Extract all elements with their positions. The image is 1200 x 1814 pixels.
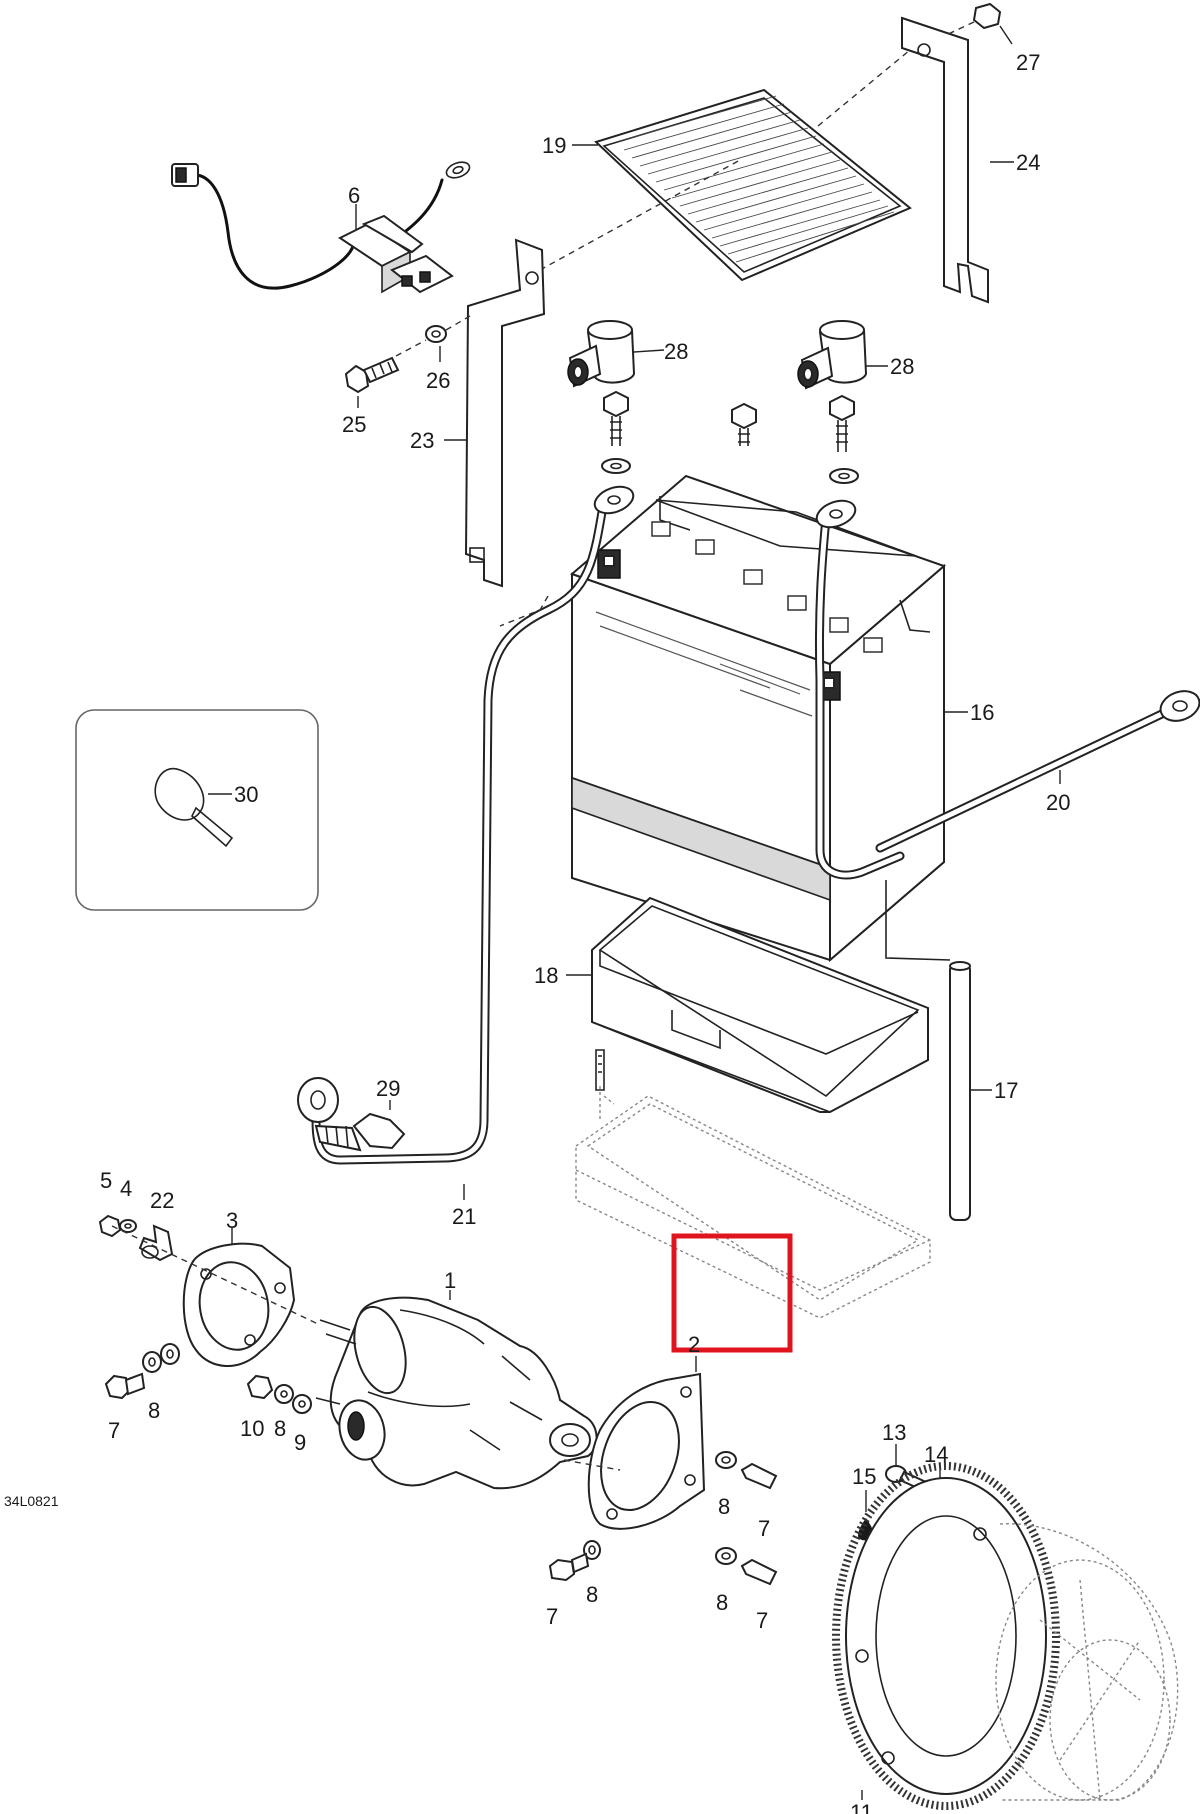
terminal-screw-left — [601, 390, 631, 474]
callout-16: 16 — [970, 700, 994, 725]
battery-16[interactable] — [570, 474, 968, 963]
callout-26: 26 — [426, 368, 450, 393]
callout-17: 17 — [994, 1078, 1018, 1103]
callout-7-a: 7 — [108, 1418, 120, 1443]
cable-21[interactable] — [297, 482, 637, 1200]
callout-7-d: 7 — [756, 1608, 768, 1633]
callout-8-c: 8 — [718, 1494, 730, 1519]
terminal-cap-28-left[interactable] — [567, 320, 665, 388]
hose-17[interactable] — [885, 880, 992, 1221]
callout-14: 14 — [924, 1442, 948, 1467]
battery-tray-18[interactable] — [566, 896, 929, 1113]
callout-20: 20 — [1046, 790, 1070, 815]
callout-13: 13 — [882, 1420, 906, 1445]
callout-15: 15 — [852, 1464, 876, 1489]
bolt-7-right-lower[interactable] — [740, 1558, 778, 1586]
cable-tie-30[interactable] — [154, 767, 234, 848]
callout-28-b: 28 — [890, 354, 914, 379]
nut-27[interactable] — [943, 2, 1013, 45]
callout-8-b: 8 — [274, 1416, 286, 1441]
battery-cable-positive — [814, 499, 905, 880]
mounting-plate-2[interactable] — [587, 1356, 706, 1530]
terminal-screw-right — [829, 394, 859, 484]
callout-1: 1 — [444, 1268, 456, 1293]
ghost-tray — [575, 1049, 931, 1319]
callout-6: 6 — [348, 183, 360, 208]
cable-20[interactable] — [875, 686, 1200, 853]
washer-26[interactable] — [395, 315, 471, 362]
callout-7-c: 7 — [546, 1604, 558, 1629]
callout-29: 29 — [376, 1076, 400, 1101]
callout-3: 3 — [226, 1208, 238, 1233]
callout-25: 25 — [342, 412, 366, 437]
callout-8-a: 8 — [148, 1398, 160, 1423]
washer-8-right-lower[interactable] — [715, 1547, 737, 1565]
callout-18: 18 — [534, 963, 558, 988]
nut-5[interactable] — [98, 1214, 122, 1238]
washer-8-bottom[interactable] — [583, 1540, 601, 1560]
callout-4: 4 — [120, 1176, 132, 1201]
callout-22: 22 — [150, 1188, 174, 1213]
starter-motor-1[interactable] — [315, 1290, 598, 1490]
mounting-plate-3[interactable] — [182, 1228, 296, 1367]
callout-8-d: 8 — [586, 1582, 598, 1607]
washer-8-mid[interactable] — [274, 1384, 294, 1404]
washer-4[interactable] — [119, 1219, 137, 1233]
terminal-screw-middle — [731, 402, 757, 446]
bolt-7-left[interactable] — [104, 1372, 146, 1400]
bolt-7-bottom[interactable] — [548, 1552, 590, 1582]
lockwasher-9[interactable] — [292, 1394, 312, 1414]
callout-21: 21 — [452, 1204, 476, 1229]
fuse-holder-6[interactable] — [171, 159, 472, 294]
inset-box-30 — [75, 709, 319, 911]
callout-23: 23 — [410, 428, 434, 453]
callout-19: 19 — [542, 133, 566, 158]
bolt-29[interactable] — [314, 1100, 406, 1152]
callout-labels: 27 24 19 6 28 28 26 25 23 16 30 20 18 17… — [4, 50, 1070, 1814]
terminal-cap-28-right[interactable] — [797, 320, 888, 390]
bracket-23[interactable] — [444, 238, 546, 588]
clip-22[interactable] — [138, 1224, 174, 1262]
callout-27: 27 — [1016, 50, 1040, 75]
callout-10: 10 — [240, 1416, 264, 1441]
washer-8-right-upper[interactable] — [715, 1451, 737, 1469]
bolt-25[interactable] — [344, 356, 400, 408]
callout-30: 30 — [234, 782, 258, 807]
callout-7-b: 7 — [758, 1516, 770, 1541]
highlight-box — [671, 1233, 793, 1353]
callout-8-e: 8 — [716, 1590, 728, 1615]
callout-2: 2 — [688, 1332, 700, 1357]
ring-gear-11[interactable] — [832, 1462, 1179, 1810]
callout-9: 9 — [294, 1430, 306, 1455]
bolt-7-right-upper[interactable] — [740, 1462, 778, 1490]
callout-11: 11 — [850, 1800, 873, 1814]
grille-19[interactable] — [539, 49, 912, 282]
callout-5: 5 — [100, 1168, 112, 1193]
drawing-code: 34L0821 — [4, 1493, 59, 1509]
callout-24: 24 — [1016, 150, 1040, 175]
callout-28-a: 28 — [664, 339, 688, 364]
bracket-24[interactable] — [901, 16, 1014, 304]
washer-8-left[interactable] — [142, 1343, 180, 1373]
nut-10[interactable] — [246, 1374, 274, 1400]
